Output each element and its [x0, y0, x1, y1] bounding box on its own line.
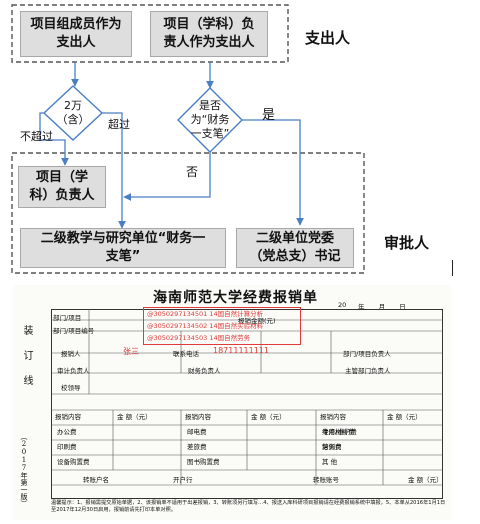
- amount-decision-diamond: [42, 85, 104, 141]
- box-unit-finance-head: 二级教学与研究单位“财务一 支笔”: [20, 228, 226, 268]
- form-title: 海南师范大学经费报销单: [153, 290, 318, 306]
- expense-form: 装 订 线 （2017年第一版） 海南师范大学经费报销单 20 年 月 日: [13, 285, 451, 520]
- expense-item: 邮电费: [187, 428, 207, 436]
- finance-decision-diamond: [177, 87, 243, 153]
- label-payer: 支出人: [305, 29, 351, 47]
- label-applicant: 报销人: [61, 350, 81, 358]
- expense-item: 差旅费: [187, 443, 207, 451]
- expense-item: 其 他: [322, 458, 338, 466]
- payee-header-1: 开户行: [173, 476, 193, 484]
- form-date: 年 月 日: [358, 303, 412, 311]
- expense-item: 印刷费: [57, 443, 77, 451]
- binding-line-label: 装 订 线: [21, 325, 32, 387]
- label-dept-head: 部门/项目负责人: [343, 350, 391, 358]
- box-project-leaders: 项目（学科）负 责人作为支出人: [150, 11, 268, 57]
- label-dept-project: 部门/项目: [53, 314, 82, 322]
- box-party-secretary: 二级单位党委 （党总支）书记: [236, 228, 354, 268]
- form-date-year: 20: [338, 301, 347, 309]
- label-not-over: 不超过: [20, 130, 53, 143]
- arrow-yes: [240, 119, 304, 226]
- arrow-over: [100, 112, 126, 229]
- arrow-not-over: [39, 112, 69, 166]
- form-grid: [51, 309, 443, 499]
- expense-header-4: 报销内容: [320, 413, 346, 421]
- approver-group-frame: [11, 152, 365, 274]
- arrow-no: [123, 150, 211, 201]
- expense-item: 专用材料费: [322, 428, 355, 436]
- form-notes: 温馨提示：1、报销需提交原始单据，2、该报销单不适用于出差报销，3、转账须另行填…: [51, 500, 446, 513]
- label-approver: 审批人: [384, 234, 430, 252]
- payee-header-3: 金 额（元）: [408, 476, 443, 484]
- expense-item: 图书购置费: [187, 458, 220, 466]
- finance-decision-text: 是否 为“财务 一支笔”: [190, 99, 230, 140]
- form-edition-label: （2017年第一版）: [20, 433, 28, 507]
- payee-header-2: 转账账号: [313, 476, 339, 484]
- label-no: 否: [186, 165, 199, 179]
- label-dept-project-code: 部门/项目编号: [53, 327, 95, 335]
- label-main-dept-head: 主管部门负责人: [345, 367, 391, 375]
- stamp-highlight-box: [143, 307, 301, 345]
- text-cursor: [452, 260, 453, 276]
- applicant-name: 张三: [123, 347, 139, 356]
- label-school-leader: 校领导: [61, 384, 81, 392]
- payee-header-0: 转账户名: [83, 476, 109, 484]
- label-reimburse-amount: 报销金额(元): [238, 317, 276, 325]
- expense-item: 维修/维护费: [322, 428, 357, 436]
- box-project-leader-approver: 项目（学 科）负责人: [18, 166, 106, 208]
- stamp-line-3: @3050297134503 14国自然劳务: [147, 334, 251, 342]
- label-yes: 是: [262, 108, 276, 123]
- stamp-line-1: @3050297134501 14国自然计算分析: [147, 310, 264, 318]
- expense-header-0: 报销内容: [55, 413, 81, 421]
- applicant-phone: 18711111111: [213, 346, 269, 355]
- flow-connectors: [11, 4, 365, 274]
- expense-item: 培训费: [322, 443, 342, 451]
- expense-item: 劳务费: [322, 443, 342, 451]
- box-project-members: 项目组成员作为 支出人: [20, 11, 132, 57]
- label-over: 超过: [108, 118, 130, 131]
- label-audit-head: 审计负责人: [57, 367, 90, 375]
- expense-header-5: 金 额（元）: [387, 413, 422, 421]
- label-contact-phone: 联系电话: [173, 350, 199, 358]
- expense-item: 设备购置费: [57, 458, 90, 466]
- payer-group-frame: [11, 4, 289, 63]
- stamp-line-2: @3050297134502 14国自然实验材料: [147, 322, 264, 330]
- expense-header-1: 金 额（元）: [117, 413, 152, 421]
- amount-decision-text: 2万 （含）: [56, 99, 90, 126]
- expense-header-2: 报销内容: [185, 413, 211, 421]
- expense-header-3: 金 额（元）: [251, 413, 286, 421]
- expense-item: 办公费: [57, 428, 77, 436]
- label-finance-head: 财务负责人: [188, 367, 221, 375]
